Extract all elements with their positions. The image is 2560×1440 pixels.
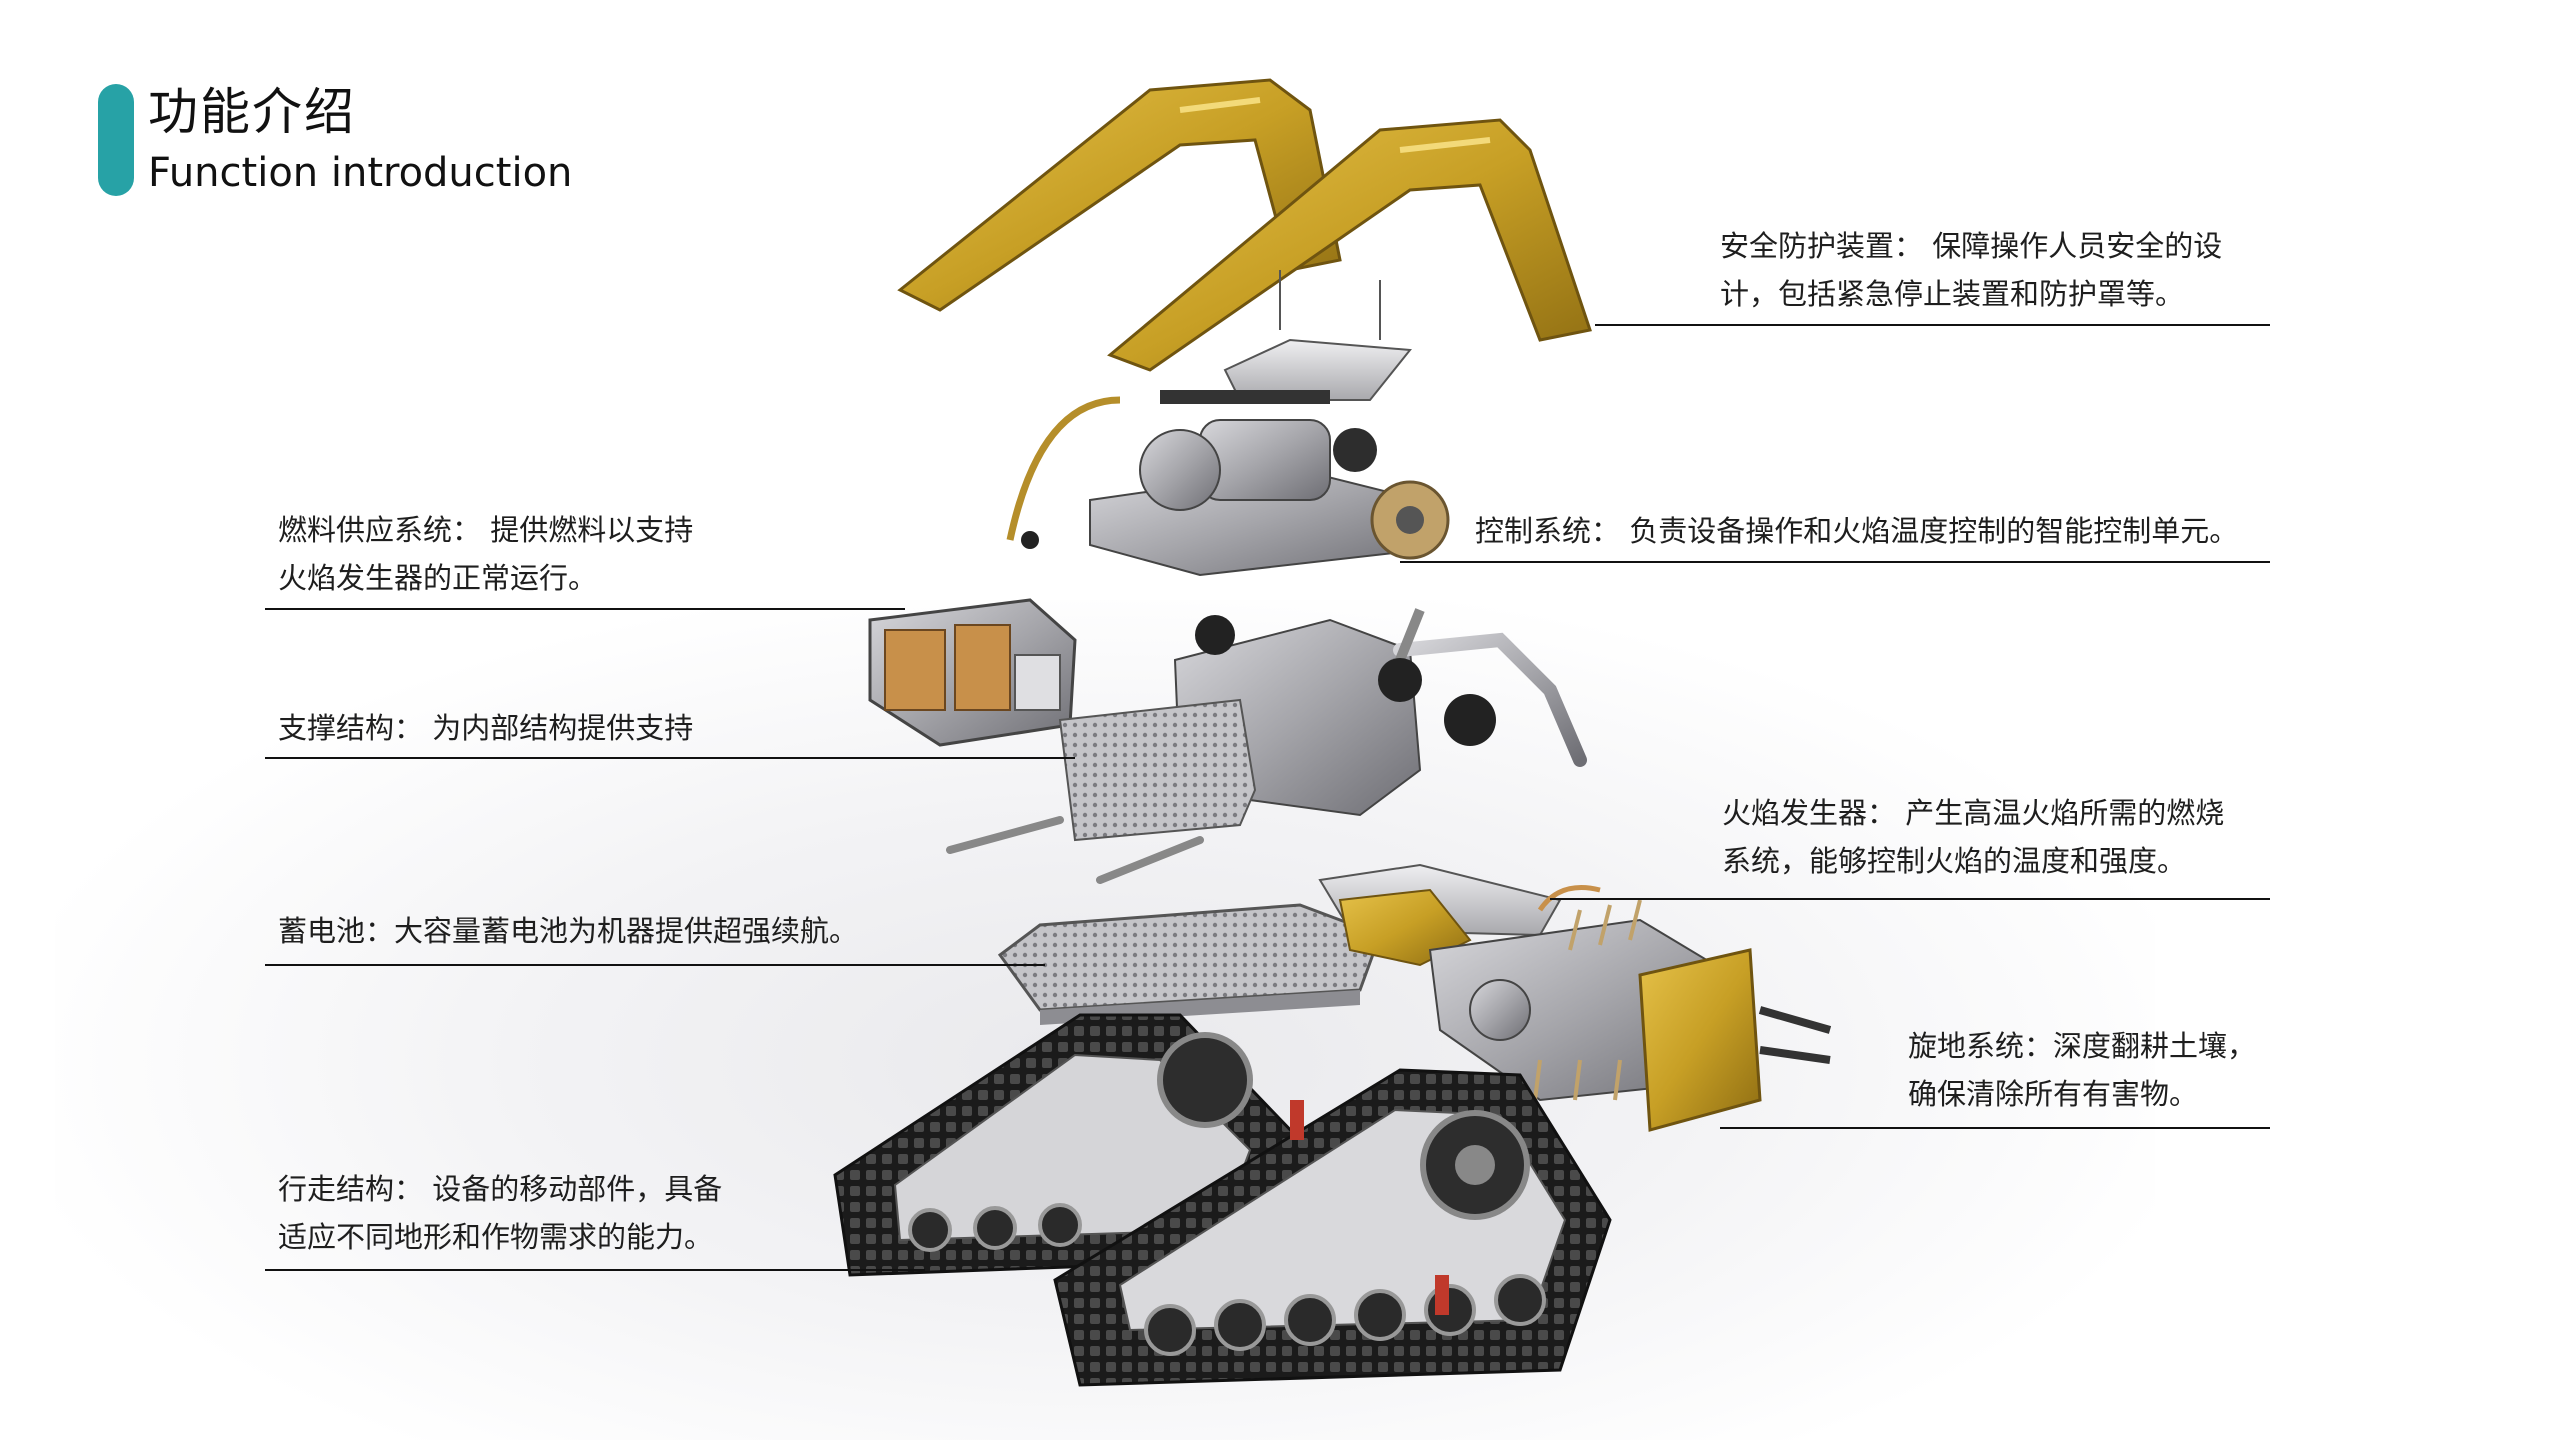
label-walking-structure: 行走结构： 设备的移动部件，具备 适应不同地形和作物需求的能力。 bbox=[278, 1165, 722, 1261]
safety-guard-part bbox=[897, 78, 1592, 401]
label-walking-line1: 行走结构： 设备的移动部件，具备 bbox=[278, 1172, 723, 1206]
label-rotary-line1: 旋地系统：深度翻耕土壤， bbox=[1908, 1029, 2257, 1063]
label-support-structure: 支撑结构： 为内部结构提供支持 bbox=[278, 704, 693, 752]
label-support-line1: 支撑结构： 为内部结构提供支持 bbox=[278, 711, 694, 745]
label-fuel-line1: 燃料供应系统： 提供燃料以支持 bbox=[278, 513, 694, 547]
label-walking-line2: 适应不同地形和作物需求的能力。 bbox=[278, 1220, 714, 1254]
control-unit-part bbox=[1006, 390, 1450, 577]
battery-part bbox=[997, 903, 1382, 1025]
leader-line-support bbox=[265, 757, 1075, 759]
label-control-system: 控制系统： 负责设备操作和火焰温度控制的智能控制单元。 bbox=[1475, 507, 2238, 555]
leader-line-battery bbox=[265, 964, 1045, 966]
walking-track-part bbox=[833, 1013, 1612, 1387]
label-safety-line2: 计，包括紧急停止装置和防护罩等。 bbox=[1720, 277, 2185, 311]
rotary-tiller-part bbox=[1428, 899, 1832, 1132]
page-title: 功能介绍 bbox=[148, 83, 356, 141]
label-battery: 蓄电池：大容量蓄电池为机器提供超强续航。 bbox=[278, 907, 858, 955]
page-subtitle: Function introduction bbox=[148, 150, 573, 196]
label-rotary-system: 旋地系统：深度翻耕土壤， 确保清除所有有害物。 bbox=[1908, 1022, 2256, 1118]
label-fuel-supply: 燃料供应系统： 提供燃料以支持 火焰发生器的正常运行。 bbox=[278, 506, 693, 602]
leader-line-safety bbox=[1595, 324, 2270, 326]
label-flame-generator: 火焰发生器： 产生高温火焰所需的燃烧 系统，能够控制火焰的温度和强度。 bbox=[1722, 789, 2224, 885]
leader-line-fuel bbox=[265, 608, 905, 610]
label-battery-line1: 蓄电池：大容量蓄电池为机器提供超强续航。 bbox=[278, 914, 859, 948]
label-safety-line1: 安全防护装置： 保障操作人员安全的设 bbox=[1720, 229, 2223, 263]
label-rotary-line2: 确保清除所有有害物。 bbox=[1908, 1077, 2199, 1111]
heading-accent-bar bbox=[98, 84, 134, 196]
leader-line-flame bbox=[1550, 898, 2270, 900]
label-flame-line1: 火焰发生器： 产生高温火焰所需的燃烧 bbox=[1722, 796, 2225, 830]
label-safety-device: 安全防护装置： 保障操作人员安全的设 计，包括紧急停止装置和防护罩等。 bbox=[1720, 222, 2222, 318]
leader-line-walking bbox=[265, 1269, 925, 1271]
fuel-supply-part bbox=[868, 598, 1077, 747]
support-structure-part bbox=[946, 608, 1587, 884]
label-flame-line2: 系统，能够控制火焰的温度和强度。 bbox=[1722, 844, 2187, 878]
label-fuel-line2: 火焰发生器的正常运行。 bbox=[278, 561, 598, 595]
flame-generator-part bbox=[1318, 863, 1601, 967]
label-control-line1: 控制系统： 负责设备操作和火焰温度控制的智能控制单元。 bbox=[1475, 514, 2239, 548]
leader-line-rotary bbox=[1720, 1127, 2270, 1129]
leader-line-control bbox=[1400, 561, 2270, 563]
